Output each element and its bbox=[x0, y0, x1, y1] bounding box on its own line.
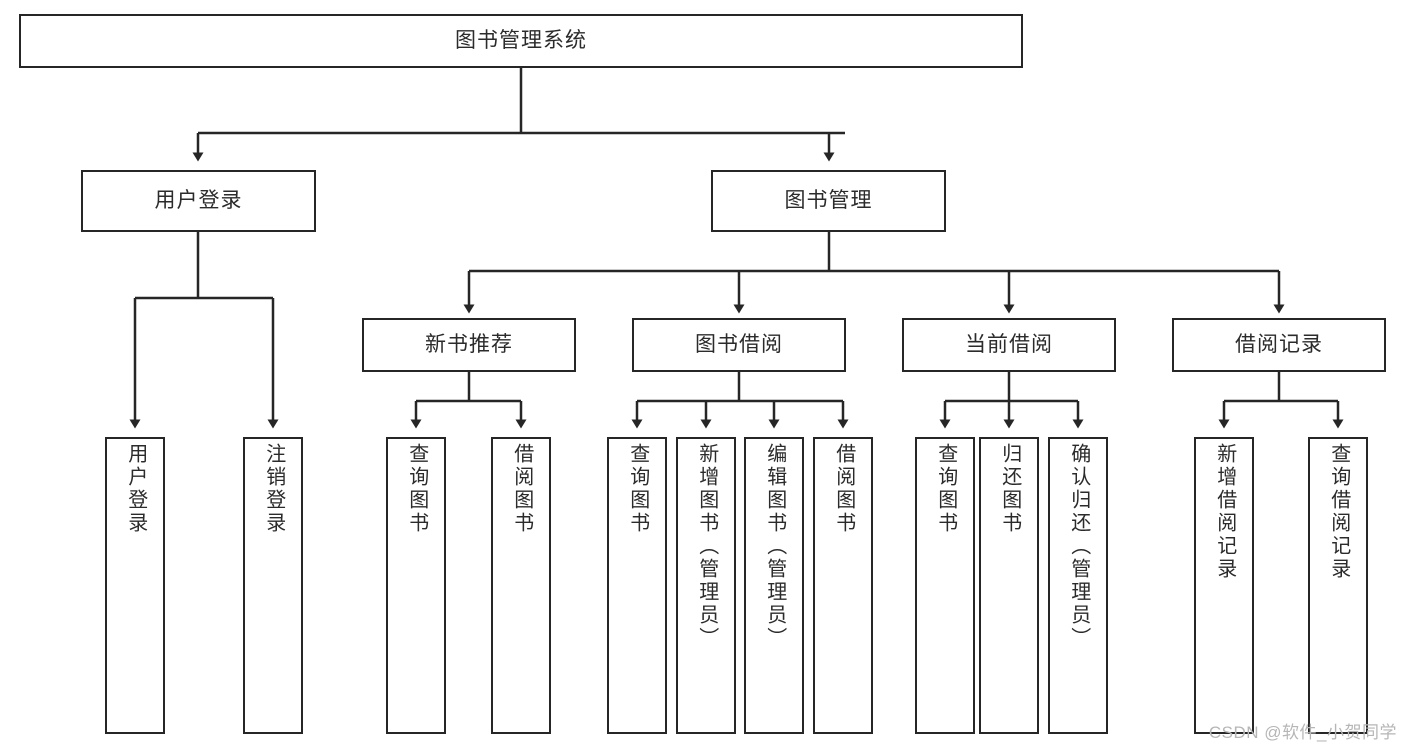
node-leaf-lend-book[interactable]: 借阅图书 bbox=[813, 437, 873, 734]
node-label: 查询图书 bbox=[934, 443, 957, 535]
node-label: 注销登录 bbox=[262, 443, 285, 535]
node-label: 当前借阅 bbox=[965, 332, 1053, 356]
node-label: 新增借阅记录 bbox=[1213, 443, 1236, 581]
node-leaf-add-book-admin[interactable]: 新增图书（管理员） bbox=[676, 437, 736, 734]
node-label: 图书管理 bbox=[784, 188, 873, 212]
node-user-login[interactable]: 用户登录 bbox=[81, 170, 316, 232]
node-label: 用户登录 bbox=[124, 443, 147, 535]
node-leaf-query-borrow-record[interactable]: 查询借阅记录 bbox=[1308, 437, 1368, 734]
csdn-watermark: CSDN @软件_小贺同学 bbox=[1208, 723, 1397, 742]
node-leaf-edit-book-admin[interactable]: 编辑图书（管理员） bbox=[744, 437, 804, 734]
node-label: 确认归还（管理员） bbox=[1067, 443, 1090, 650]
node-current-borrow[interactable]: 当前借阅 bbox=[902, 318, 1116, 372]
node-leaf-borrow-book-recommend[interactable]: 借阅图书 bbox=[491, 437, 551, 734]
node-label: 查询图书 bbox=[626, 443, 649, 535]
node-label: 图书管理系统 bbox=[455, 28, 587, 52]
node-label: 新书推荐 bbox=[425, 332, 513, 356]
node-label: 查询借阅记录 bbox=[1327, 443, 1350, 581]
node-leaf-user-logout[interactable]: 注销登录 bbox=[243, 437, 303, 734]
node-leaf-query-book-current[interactable]: 查询图书 bbox=[915, 437, 975, 734]
node-label: 归还图书 bbox=[998, 443, 1021, 535]
node-label: 查询图书 bbox=[405, 443, 428, 535]
node-leaf-confirm-return-admin[interactable]: 确认归还（管理员） bbox=[1048, 437, 1108, 734]
node-leaf-user-login[interactable]: 用户登录 bbox=[105, 437, 165, 734]
node-label: 借阅图书 bbox=[832, 443, 855, 535]
node-label: 图书借阅 bbox=[695, 332, 783, 356]
node-label: 新增图书（管理员） bbox=[695, 443, 718, 650]
node-leaf-return-book[interactable]: 归还图书 bbox=[979, 437, 1039, 734]
node-root-book-management-system[interactable]: 图书管理系统 bbox=[19, 14, 1023, 68]
node-book-borrow[interactable]: 图书借阅 bbox=[632, 318, 846, 372]
node-leaf-query-book-recommend[interactable]: 查询图书 bbox=[386, 437, 446, 734]
node-label: 借阅图书 bbox=[510, 443, 533, 535]
node-borrow-record[interactable]: 借阅记录 bbox=[1172, 318, 1386, 372]
node-new-book-recommend[interactable]: 新书推荐 bbox=[362, 318, 576, 372]
node-label: 借阅记录 bbox=[1235, 332, 1323, 356]
node-book-management[interactable]: 图书管理 bbox=[711, 170, 946, 232]
node-label: 用户登录 bbox=[154, 188, 243, 212]
node-label: 编辑图书（管理员） bbox=[763, 443, 786, 650]
node-leaf-query-book-borrow[interactable]: 查询图书 bbox=[607, 437, 667, 734]
node-leaf-add-borrow-record[interactable]: 新增借阅记录 bbox=[1194, 437, 1254, 734]
